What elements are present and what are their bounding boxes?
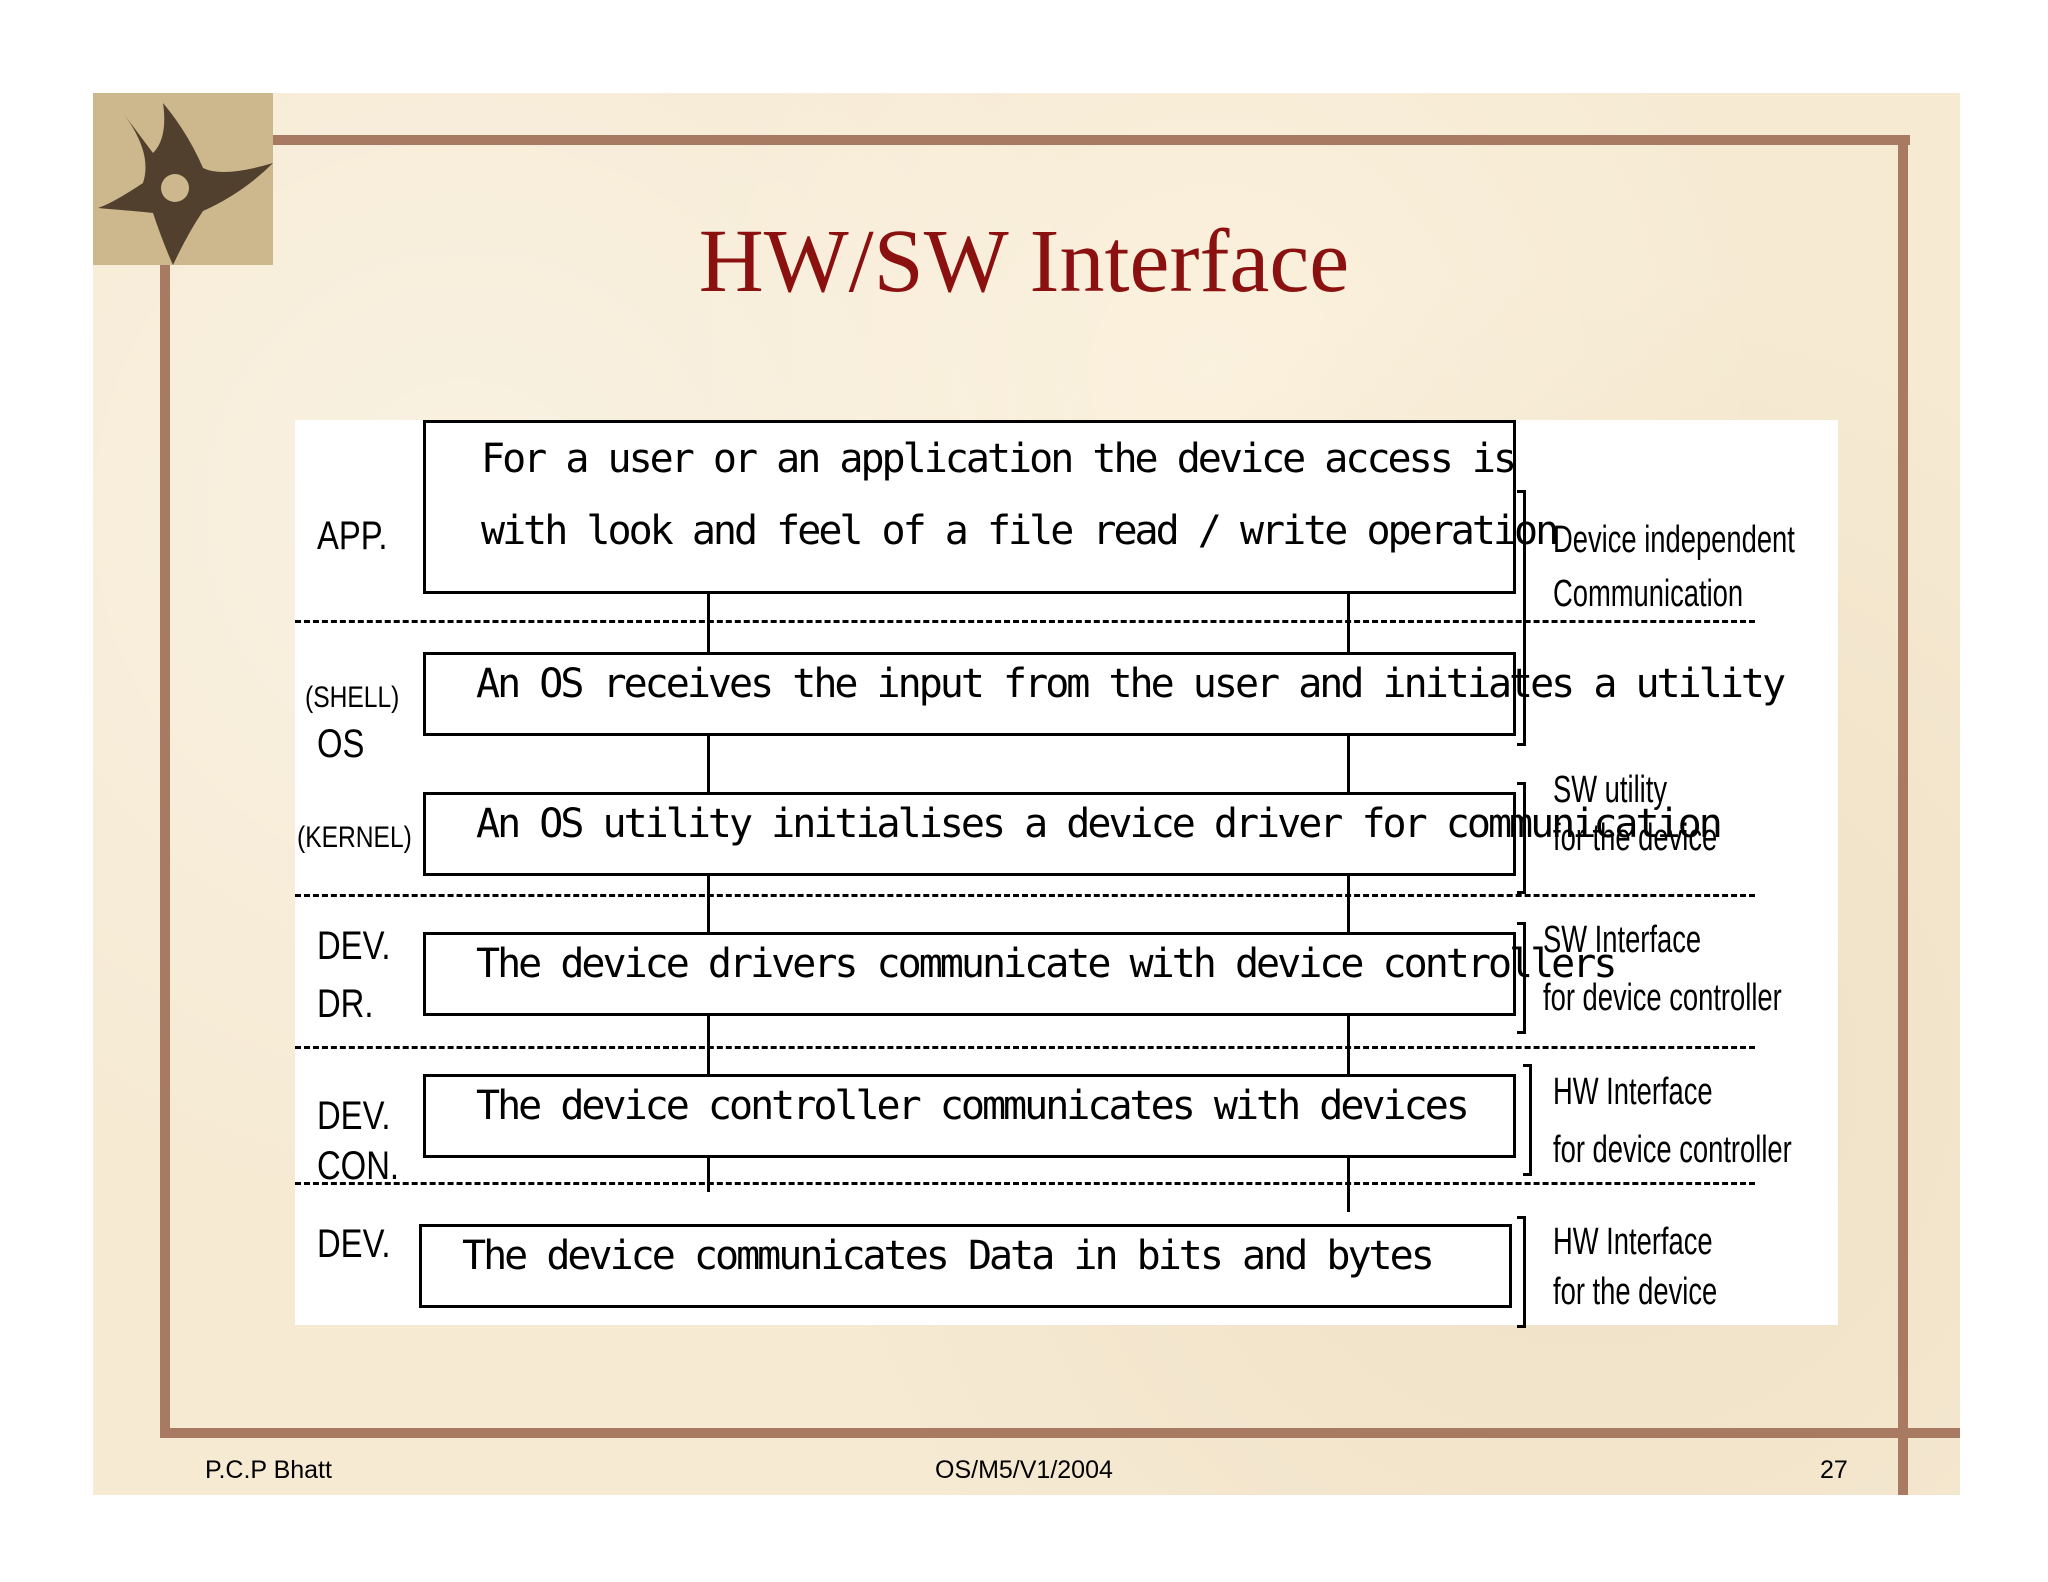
annotation-sw-interface-1: SW Interface xyxy=(1543,919,1702,961)
annotation-sw-interface-2: for device controller xyxy=(1543,977,1782,1019)
app-box: For a user or an application the device … xyxy=(423,420,1559,594)
footer-page-number: 27 xyxy=(1820,1456,1848,1484)
driver-box: The device drivers communicate with devi… xyxy=(423,932,1617,1016)
frame-left-line xyxy=(160,135,170,1435)
hw-sw-interface-diagram: APP. (SHELL) OS (KERNEL) DEV. DR. DEV. C… xyxy=(295,420,1838,1328)
annotation-hw-interface-controller-2: for device controller xyxy=(1553,1129,1792,1171)
right-connector-lower xyxy=(1347,1152,1350,1212)
layer-device-label: DEV. xyxy=(317,1222,391,1266)
shell-box: An OS receives the input from the user a… xyxy=(423,652,1786,736)
driver-box-text: The device drivers communicate with devi… xyxy=(476,941,1617,987)
annotation-hw-interface-controller-1: HW Interface xyxy=(1553,1071,1713,1113)
annotation-sw-utility-1: SW utility xyxy=(1553,769,1668,811)
bracket-sw-interface xyxy=(1517,922,1526,1034)
device-box-text: The device communicates Data in bits and… xyxy=(462,1233,1435,1279)
left-connector-lower xyxy=(707,1152,710,1192)
slide-title: HW/SW Interface xyxy=(698,212,1350,311)
corner-emblem xyxy=(93,93,273,265)
frame-bottom-line xyxy=(160,1428,1960,1438)
bracket-device-independent xyxy=(1517,490,1526,746)
frame-right-line xyxy=(1898,135,1908,1495)
layer-os-label: OS xyxy=(317,722,365,766)
footer-code: OS/M5/V1/2004 xyxy=(935,1456,1113,1484)
app-box-line-2: with look and feel of a file read / writ… xyxy=(481,508,1559,554)
controller-box-text: The device controller communicates with … xyxy=(476,1083,1470,1129)
annotation-hw-interface-device-1: HW Interface xyxy=(1553,1221,1713,1263)
shell-box-text: An OS receives the input from the user a… xyxy=(476,661,1786,707)
controller-box: The device controller communicates with … xyxy=(423,1074,1516,1158)
layer-driver-label-2: DR. xyxy=(317,982,374,1026)
bracket-hw-interface-controller xyxy=(1523,1064,1532,1176)
app-box-line-1: For a user or an application the device … xyxy=(481,436,1517,482)
layer-shell-label: (SHELL) xyxy=(305,681,400,714)
kernel-box-text: An OS utility initialises a device drive… xyxy=(476,801,1723,847)
footer-author: P.C.P Bhatt xyxy=(205,1456,332,1484)
layer-driver-label-1: DEV. xyxy=(317,924,391,968)
separator-controller-device xyxy=(295,1182,1755,1185)
layer-kernel-label: (KERNEL) xyxy=(297,821,412,854)
layer-app-label: APP. xyxy=(317,514,388,558)
kernel-box: An OS utility initialises a device drive… xyxy=(423,792,1723,876)
separator-driver-controller xyxy=(295,1046,1755,1049)
annotation-device-independent-2: Communication xyxy=(1553,573,1744,615)
frame-top-line xyxy=(160,135,1910,145)
annotation-device-independent-1: Device independent xyxy=(1553,519,1795,561)
device-box: The device communicates Data in bits and… xyxy=(419,1224,1512,1308)
layer-controller-label-2: CON. xyxy=(317,1144,399,1188)
layer-controller-label-1: DEV. xyxy=(317,1094,391,1138)
separator-app-os xyxy=(295,620,1755,623)
bracket-sw-utility xyxy=(1517,782,1526,894)
bracket-hw-interface-device xyxy=(1517,1216,1526,1328)
annotation-sw-utility-2: for the device xyxy=(1553,817,1718,859)
separator-os-driver xyxy=(295,894,1755,897)
annotation-hw-interface-device-2: for the device xyxy=(1553,1271,1718,1313)
